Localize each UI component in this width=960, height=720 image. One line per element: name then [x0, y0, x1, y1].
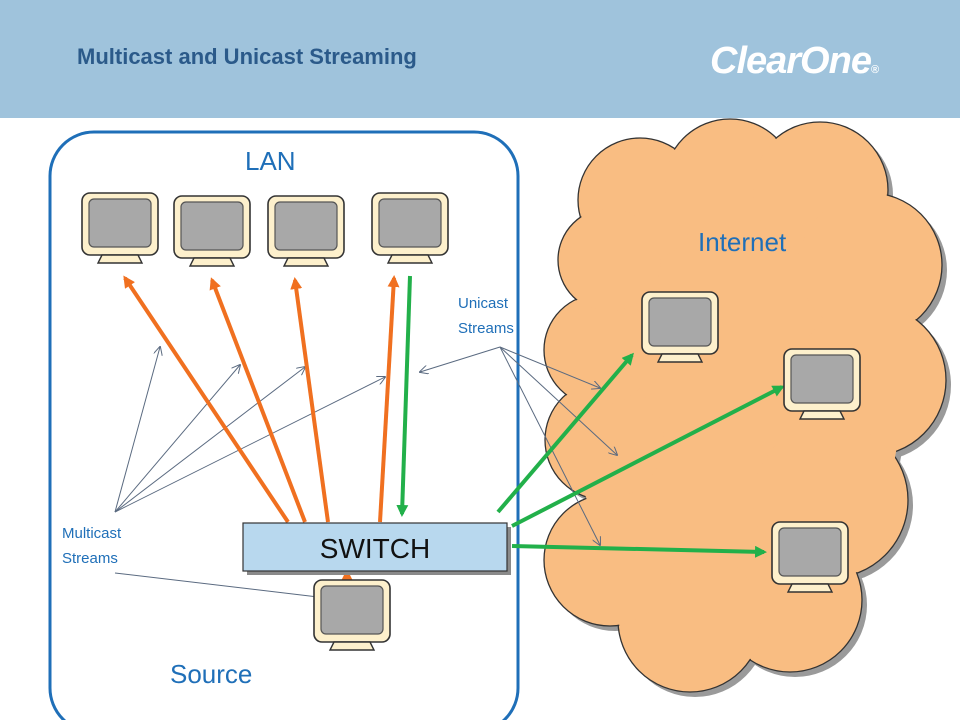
unicast-pointer-lines: [420, 346, 617, 545]
internet-computer-2-icon: [783, 348, 861, 420]
unicast-arrows: [396, 275, 785, 558]
source-label: Source: [170, 659, 252, 689]
multicast-label-line2: Streams: [62, 550, 118, 567]
unicast-label-line2: Streams: [458, 320, 514, 337]
lan-computer-4-icon: [371, 192, 449, 264]
logo-registered-mark: ®: [870, 64, 879, 76]
lan-computer-3-icon: [267, 195, 345, 267]
internet-label: Internet: [698, 227, 787, 257]
source-computer-icon: [313, 579, 391, 651]
page-title: Multicast and Unicast Streaming: [77, 44, 417, 69]
multicast-label-line1: Multicast: [62, 525, 122, 542]
internet-computer-3-icon: [771, 521, 849, 593]
internet-computer-1-icon: [641, 291, 719, 363]
logo-text: ClearOne: [710, 40, 872, 82]
multicast-pointer-lines: [114, 347, 385, 598]
switch-label: SWITCH: [320, 533, 430, 564]
internet-cloud: [543, 118, 951, 697]
multicast-arrows: [123, 275, 400, 582]
clearone-logo: ClearOne®: [710, 40, 879, 83]
switch-box: SWITCH: [242, 522, 511, 575]
lan-computer-2-icon: [173, 195, 251, 267]
unicast-label-line1: Unicast: [458, 295, 509, 312]
header-bar: [0, 0, 960, 118]
lan-label: LAN: [245, 146, 296, 176]
lan-computer-1-icon: [81, 192, 159, 264]
